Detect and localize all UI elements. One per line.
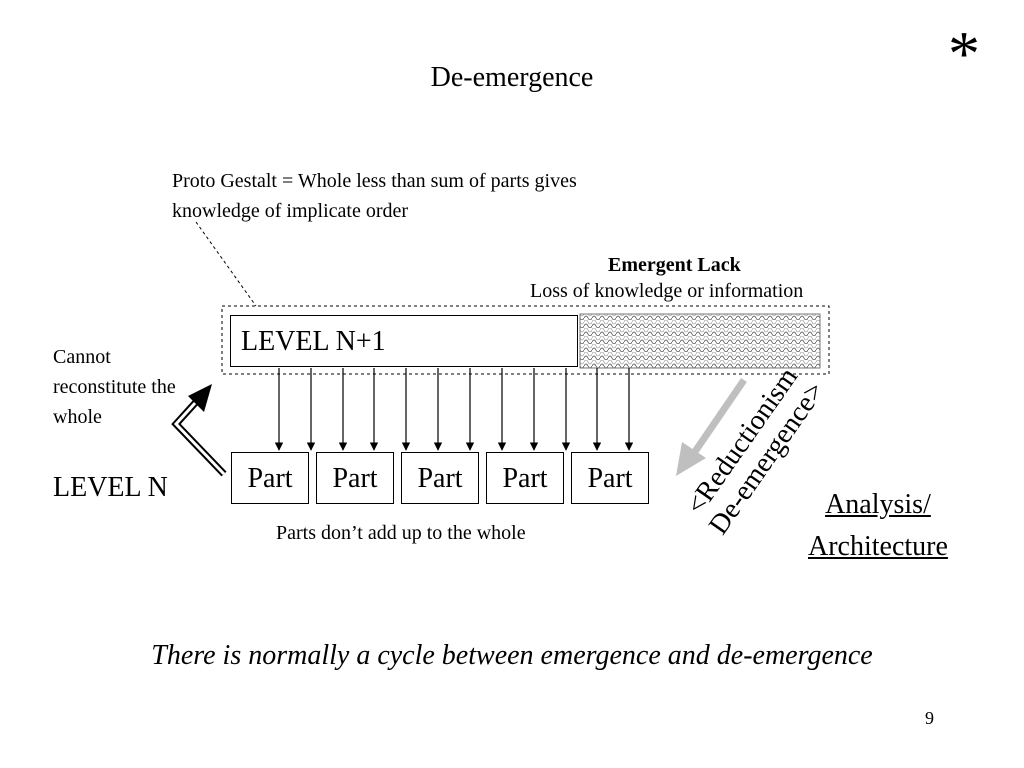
part-box: Part	[316, 452, 394, 504]
part-box: Part	[231, 452, 309, 504]
analysis-architecture-label: Analysis/ Architecture	[808, 484, 948, 568]
emergent-lack-hatch	[579, 313, 821, 369]
emergent-lack-subtitle: Loss of knowledge or information	[530, 280, 804, 302]
asterisk-icon: *	[948, 18, 980, 89]
proto-gestalt-note: Proto Gestalt = Whole less than sum of p…	[172, 166, 577, 226]
level-n-plus-1-box: LEVEL N+1	[230, 315, 578, 367]
double-line-arrow-icon	[171, 384, 227, 477]
gestalt-leader-line	[195, 221, 257, 307]
part-box: Part	[486, 452, 564, 504]
dashed-whole-outline	[221, 305, 830, 375]
analysis-line-1: Analysis/	[825, 489, 931, 520]
proto-gestalt-line-1: Proto Gestalt = Whole less than sum of p…	[172, 170, 577, 192]
analysis-line-2: Architecture	[808, 531, 948, 562]
part-box: Part	[401, 452, 479, 504]
cycle-statement: There is normally a cycle between emerge…	[151, 640, 873, 671]
emergent-lack-title: Emergent Lack	[608, 254, 741, 276]
proto-gestalt-line-2: knowledge of implicate order	[172, 200, 409, 222]
level-to-parts-arrows	[274, 368, 634, 451]
page-number: 9	[925, 708, 934, 728]
gray-diagonal-arrow-icon	[676, 378, 747, 476]
parts-note: Parts don’t add up to the whole	[276, 522, 526, 544]
level-n-label: LEVEL N	[53, 472, 168, 503]
cannot-reconstitute-note: Cannot reconstitute the whole	[53, 346, 176, 428]
part-box: Part	[571, 452, 649, 504]
slide-title: De-emergence	[430, 62, 594, 93]
